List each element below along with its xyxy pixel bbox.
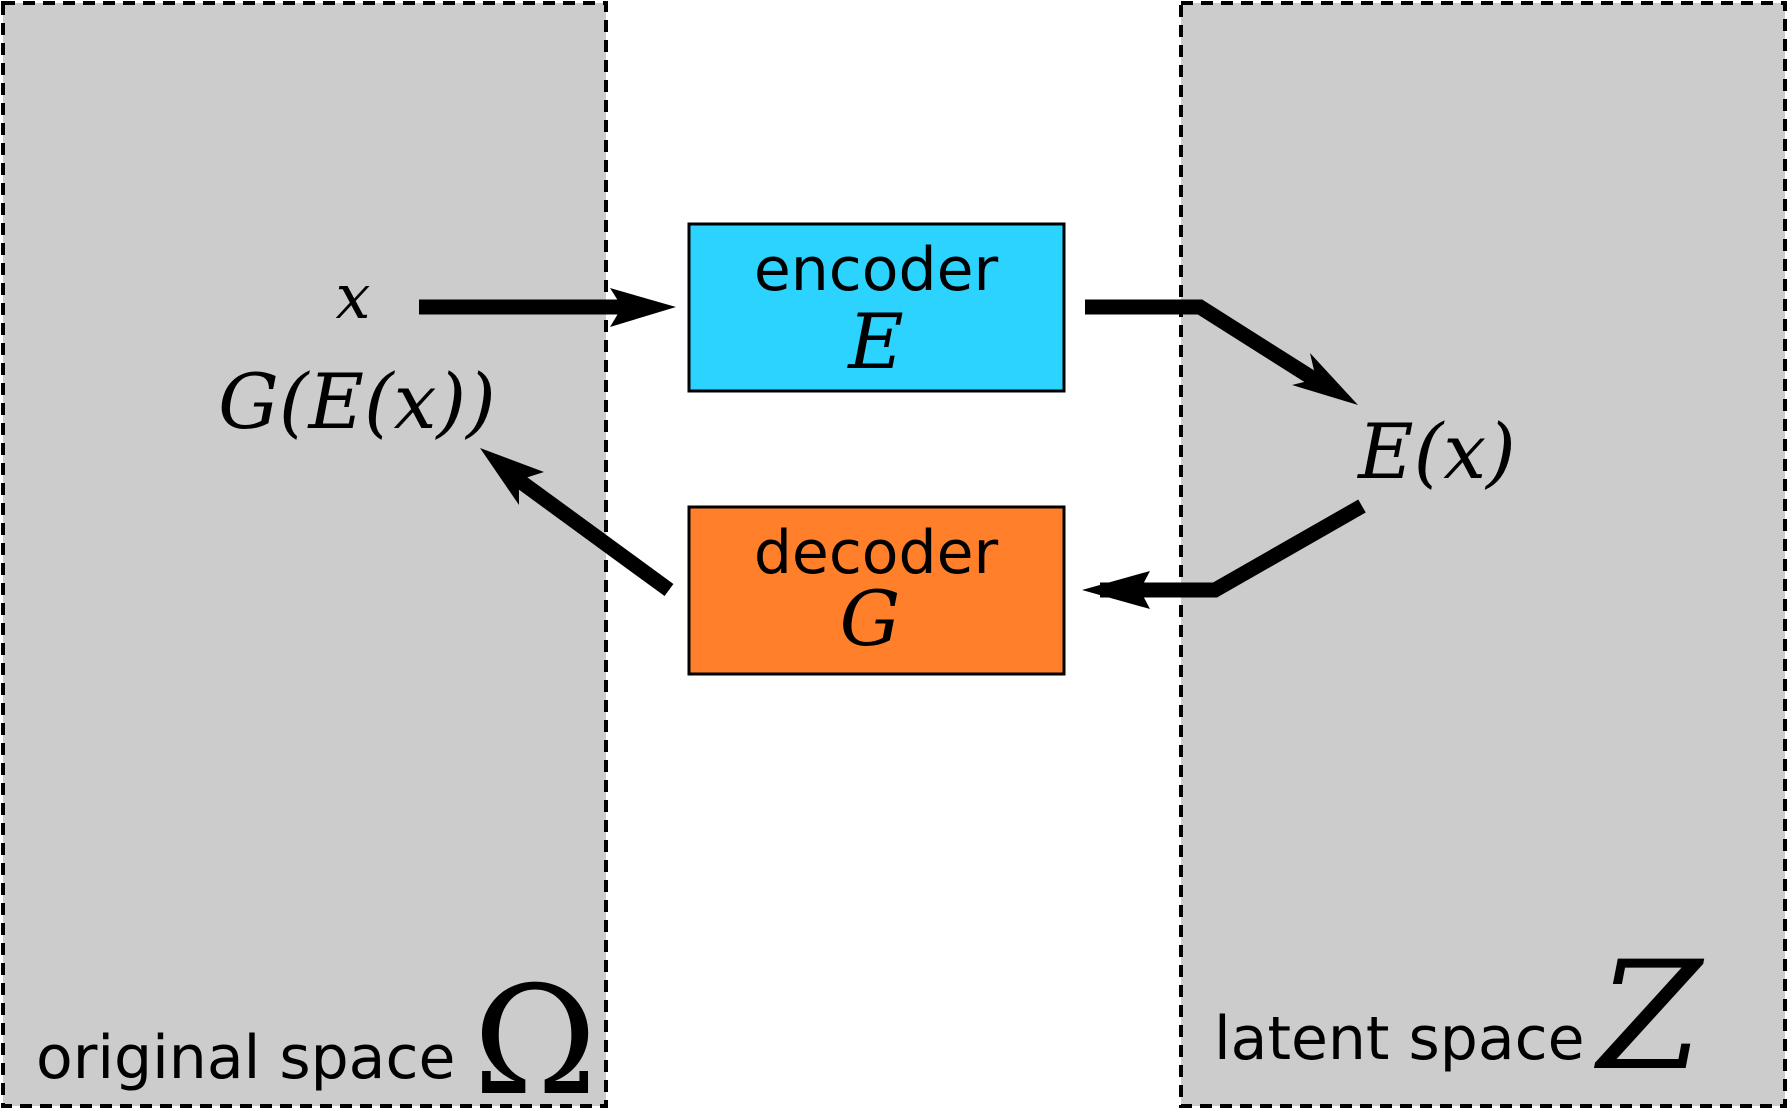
input-x-label: x — [336, 260, 371, 333]
encoder-box — [687, 222, 1066, 393]
encoder-label: encoder — [754, 235, 999, 305]
original-space-region — [1, 1, 608, 1108]
decoder-box — [687, 505, 1066, 676]
decoder-symbol: G — [840, 574, 901, 663]
latent-space-label: latent space — [1214, 1004, 1585, 1074]
original-space-label: original space — [36, 1023, 455, 1093]
arrow-x-to-encoder — [419, 288, 676, 327]
arrow-latent-to-decoder — [1082, 499, 1366, 609]
encoder-symbol: E — [846, 297, 903, 386]
arrow-decoder-to-reconstruction — [480, 448, 674, 597]
decoder-label: decoder — [754, 518, 999, 588]
arrow-encoder-to-latent — [1085, 299, 1358, 405]
omega-symbol: Ω — [473, 955, 597, 1109]
reconstruction-label: G(E(x)) — [218, 357, 496, 446]
z-symbol: Z — [1594, 930, 1705, 1104]
latent-code-label: E(x) — [1356, 407, 1516, 496]
